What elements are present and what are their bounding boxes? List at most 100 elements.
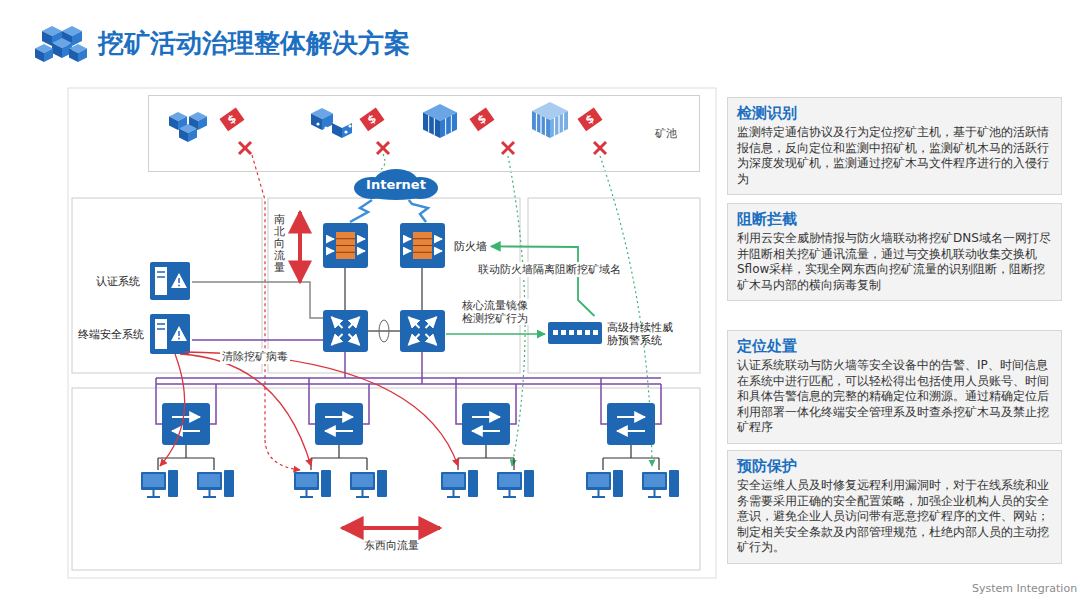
cube-face — [42, 31, 52, 46]
access-switch-icon — [607, 403, 655, 445]
pc-screen — [143, 474, 164, 487]
server-node: 终端安全系统 — [74, 312, 196, 356]
firewall-icon — [400, 223, 445, 268]
block-mark — [377, 142, 389, 154]
grid-line — [451, 115, 452, 132]
link-line — [344, 268, 346, 310]
pc-stand — [654, 490, 656, 496]
node-label: 矿池 — [655, 126, 677, 141]
dice-dot — [348, 124, 351, 127]
pc-tower — [321, 470, 331, 497]
clean-line — [180, 354, 311, 466]
panel-body: 利用云安全威胁情报与防火墙联动将挖矿DNS域名一网打尽并阻断相关挖矿通讯流量，通… — [737, 231, 1052, 293]
block-mark — [502, 142, 514, 154]
dice-dot — [316, 122, 319, 125]
info-panel: 检测识别监测特定通信协议及行为定位挖矿主机，基于矿池的活跃情报信息，反向定位和监… — [727, 97, 1062, 195]
connector — [409, 200, 428, 222]
switch-arrow — [349, 334, 360, 345]
cube-face — [550, 111, 568, 138]
flow-arrow — [326, 250, 334, 252]
pc-stand — [209, 490, 211, 496]
bus-line — [510, 384, 516, 424]
node-label: 认证系统 — [96, 274, 140, 289]
clean-line — [185, 352, 458, 466]
warning-sign — [171, 273, 187, 288]
switch-arrow — [325, 430, 353, 432]
link-line — [192, 282, 323, 318]
flow-arrow — [434, 250, 442, 252]
core-switch-icon — [323, 310, 368, 352]
appliance-port — [561, 330, 566, 335]
bus-line — [421, 352, 423, 384]
pc-screen — [352, 474, 373, 487]
switch-arrow — [472, 430, 500, 432]
region-box — [72, 388, 700, 570]
firewall-bricks — [336, 232, 355, 259]
access-switch-icon — [462, 403, 510, 445]
block-mark — [502, 142, 514, 154]
tree-line — [513, 458, 514, 470]
link-line — [368, 330, 400, 332]
bus-line — [363, 384, 369, 424]
page-title: 挖矿活动治理整体解决方案 — [98, 26, 410, 61]
grid-line — [434, 118, 435, 135]
bus-line — [655, 384, 661, 424]
price-tag: $ — [219, 108, 244, 132]
access-switch-icon — [315, 403, 363, 445]
lattice-line — [540, 116, 541, 134]
east-west-arrow — [342, 526, 440, 530]
flow-label: 东西向流量 — [364, 538, 419, 553]
bus-line — [601, 378, 607, 424]
cube-face — [52, 43, 62, 58]
pc-stand — [447, 496, 460, 498]
pc-monitor — [586, 472, 611, 490]
region-band: 矿池 — [148, 95, 700, 172]
bus-line — [156, 383, 661, 385]
tree-line — [311, 457, 367, 458]
block-mark — [377, 142, 389, 154]
pc-stand — [509, 490, 511, 496]
cube-face — [188, 129, 197, 143]
flow-arrow — [434, 238, 442, 240]
switch-arrow — [409, 334, 420, 345]
region-box — [268, 198, 520, 373]
pc-tower — [224, 470, 234, 497]
block-mark — [594, 142, 606, 154]
flow-label: 南北向流量 — [274, 214, 285, 274]
pc-tower — [669, 470, 679, 497]
flow-arrow — [357, 250, 365, 252]
dice-dot — [324, 126, 327, 129]
cube-face — [311, 114, 322, 131]
pc-monitor — [350, 472, 375, 490]
cube-face — [532, 111, 550, 138]
pc-stand — [592, 496, 605, 498]
switch-arrow — [426, 334, 437, 345]
flow-arrow — [357, 238, 365, 240]
node-label: 高级持续性威胁预警系统 — [607, 321, 677, 347]
pc-stand — [300, 496, 313, 498]
block-mark — [239, 142, 251, 154]
tree-line — [157, 458, 158, 470]
traffic-line — [252, 155, 265, 440]
lattice-line — [545, 118, 546, 136]
pc-monitor — [197, 472, 222, 490]
pc-stand — [356, 496, 369, 498]
bus-line — [344, 352, 346, 378]
pc-monitor — [441, 472, 466, 490]
pc-stand — [362, 490, 364, 496]
warning-dot — [178, 285, 180, 287]
switch-arrow — [332, 334, 343, 345]
pc-tower — [377, 470, 387, 497]
server-icon — [150, 262, 190, 300]
edge-label: 联动防火墙隔离阻断挖矿域名 — [476, 262, 623, 277]
cube-face — [44, 49, 53, 63]
firewall-bricks — [413, 232, 432, 259]
watermark: System Integration — [972, 582, 1077, 595]
region-box — [72, 198, 262, 373]
brick-line — [413, 238, 432, 239]
drawing — [35, 26, 716, 578]
bus-line — [156, 378, 162, 424]
info-panel: 定位处置认证系统联动与防火墙等安全设备中的告警、IP、时间信息在系统中进行匹配，… — [727, 330, 1062, 444]
tree-line — [366, 458, 367, 470]
tree-line — [602, 458, 603, 470]
